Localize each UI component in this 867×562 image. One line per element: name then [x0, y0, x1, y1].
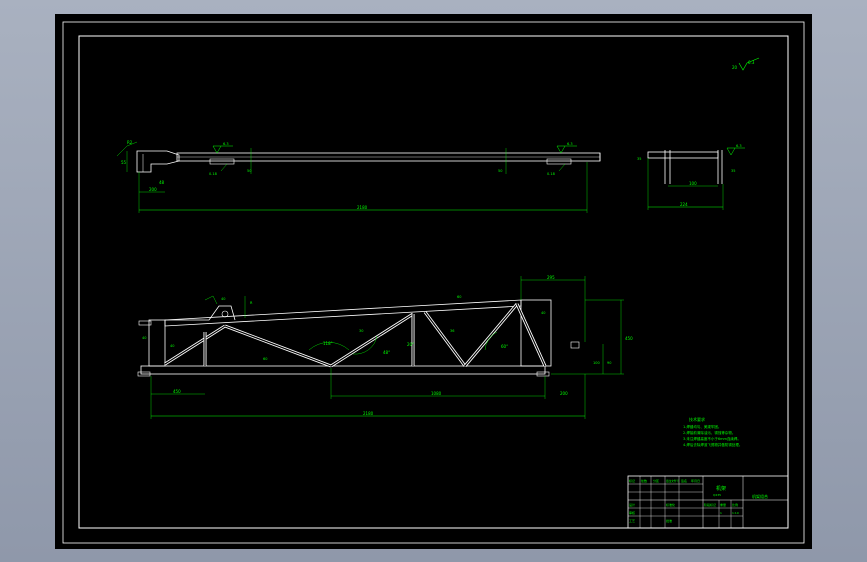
top-left-angle: R2 — [127, 140, 133, 145]
front-left-offset: 450 — [173, 389, 181, 394]
drawing-canvas: 6.3 20 2180 200 — [62, 21, 805, 544]
member-mark-2: 60 — [263, 357, 267, 361]
title-cell-process: 工艺 — [629, 518, 635, 523]
side-part: 35 — [731, 169, 735, 173]
front-overall-length: 2180 — [363, 411, 374, 416]
note-1: 1.焊缝均匀、美观牢固。 — [683, 424, 721, 429]
title-part-name: 机架 — [716, 485, 726, 492]
front-mid-span: 1080 — [431, 391, 442, 396]
title-block: 标记 处数 分区 更改文件号 签名 年月日 设计 标准化 审核 工艺 批准 阶段… — [627, 475, 789, 529]
title-cell-sign: 签名 — [681, 478, 687, 483]
title-cell-mark: 标记 — [629, 478, 635, 483]
title-drawing-no: 机架组合 — [752, 493, 768, 499]
angle-c: 20° — [407, 342, 414, 347]
top-roughness-left: 6.3 — [223, 142, 229, 146]
title-cell-approve: 批准 — [666, 518, 672, 523]
top-left-part-a: 200 — [149, 187, 157, 192]
title-cell-count: 处数 — [641, 478, 647, 483]
note-3: 3.未注焊缝高度不小于6mm连续焊。 — [683, 436, 741, 441]
note-4: 4.焊后去除焊渣飞溅物并做防锈处理。 — [683, 442, 742, 447]
side-left-mark: 35 — [637, 157, 641, 161]
title-material: Q235 — [713, 493, 721, 497]
title-cell-std: 标准化 — [666, 502, 675, 507]
title-cell-change: 更改文件号 — [666, 479, 679, 483]
technical-notes: 技术要求 1.焊缝均匀、美观牢固。 2.焊接前清除油污、锈蚀等杂物。 3.未注焊… — [683, 416, 742, 447]
note-2: 2.焊接前清除油污、锈蚀等杂物。 — [683, 430, 735, 435]
top-chord-mark: 60 — [457, 295, 461, 299]
top-overall-length: 2180 — [357, 205, 368, 210]
title-cell-weight: 重量 — [720, 502, 726, 507]
top-mark-right: 50 — [498, 169, 502, 173]
front-right-height-a: 100 — [593, 361, 600, 365]
global-weld-note: 6.3 20 — [732, 57, 760, 71]
front-right-height-b: 90 — [607, 361, 611, 365]
inner-frame — [78, 35, 789, 529]
title-cell-scale: 比例 — [732, 502, 738, 507]
title-cell-review: 审核 — [629, 510, 635, 515]
member-mark-1: 40 — [170, 344, 174, 348]
front-view: 118° 48° 20° 60° 40 60 30 36 40 2180 450 — [137, 275, 633, 419]
title-cell-stage: 阶段标记 — [704, 502, 716, 507]
front-total-height: 450 — [625, 336, 633, 341]
notes-title: 技术要求 — [689, 416, 705, 422]
global-weld-note-text: 6.3 — [748, 60, 755, 65]
angle-d: 60° — [501, 344, 508, 349]
drawing-sheet[interactable]: 6.3 20 2180 200 — [55, 14, 812, 549]
top-weld-right: 0.18 — [547, 172, 555, 176]
angle-a: 118° — [323, 341, 333, 346]
side-view: 224 100 35 6.3 35 — [637, 144, 745, 210]
outer-frame — [62, 21, 805, 544]
top-bracket-mark: 40 — [221, 297, 225, 301]
side-height: 100 — [689, 181, 697, 186]
title-sheet: 1 — [720, 511, 722, 515]
top-mark-left: 50 — [247, 169, 251, 173]
top-view: 2180 200 48 55 R2 6.3 0.18 50 6.3 0.18 — [116, 140, 601, 213]
side-roughness: 6.3 — [736, 144, 742, 148]
angle-b: 48° — [383, 350, 390, 355]
member-mark-3: 30 — [359, 329, 363, 333]
title-scale: 1:10 — [732, 511, 739, 515]
front-left-height: 40 — [142, 336, 146, 340]
top-left-part-b: 48 — [159, 180, 165, 185]
front-right-span: 200 — [560, 391, 568, 396]
global-weld-prefix: 20 — [732, 65, 738, 70]
title-cell-date: 年月日 — [691, 478, 700, 483]
front-top-right-span: 295 — [547, 275, 555, 280]
title-cell-zone: 分区 — [653, 478, 659, 483]
member-mark-5: 40 — [541, 311, 545, 315]
top-left-height: 55 — [121, 160, 127, 165]
top-weld-left: 0.18 — [209, 172, 217, 176]
side-width: 224 — [680, 202, 688, 207]
top-bracket-note: R — [250, 301, 253, 305]
member-mark-4: 36 — [450, 329, 454, 333]
top-roughness-right: 6.3 — [567, 142, 573, 146]
title-cell-design: 设计 — [629, 502, 635, 507]
